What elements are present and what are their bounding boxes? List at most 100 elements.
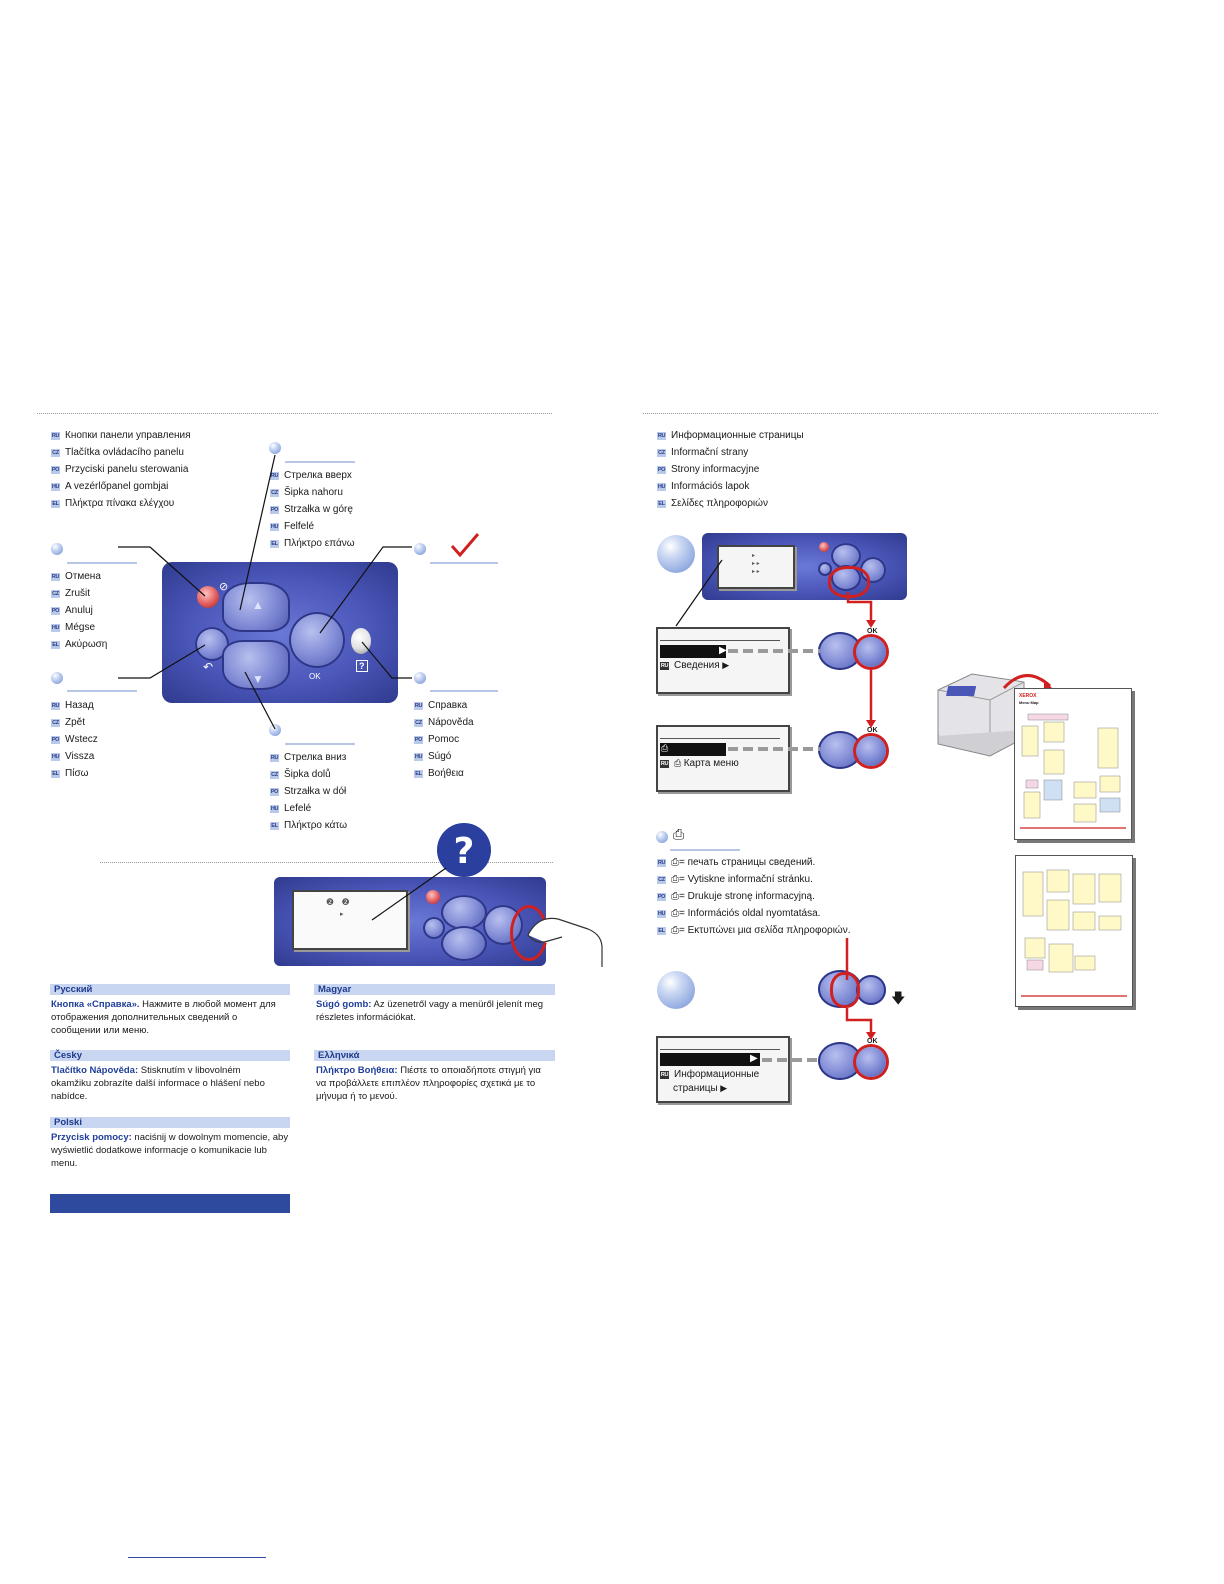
- lang-tag: RU: [270, 471, 279, 480]
- step1-bubble: [657, 535, 695, 573]
- help-section-title-ru: Русский: [50, 984, 290, 995]
- print-info-printer-icon: ⎙: [673, 826, 685, 842]
- lang-tag: RU: [51, 572, 60, 581]
- help-section-text-el: Πλήκτρο Βοήθεια: Πιέστε το οποιαδήποτε σ…: [316, 1065, 541, 1102]
- lang-tag: RU: [414, 701, 423, 710]
- cancel-bubble: [51, 543, 63, 555]
- back-arrow-icon: ↶: [203, 660, 214, 674]
- cluster4-ok: [856, 1047, 886, 1077]
- lang-tag: EL: [414, 769, 423, 778]
- step1-lcd-marks: ▸▸ ▸▸ ▸: [752, 553, 760, 575]
- down-arrow-bubble: [269, 724, 281, 736]
- lcd3-arrow: ▶: [750, 1053, 758, 1064]
- cluster2-arrows: [818, 731, 862, 769]
- lang-text: Zpět: [65, 717, 86, 728]
- help-leader-line: [371, 867, 447, 921]
- cancel-button[interactable]: [197, 586, 219, 608]
- lang-tag: EL: [657, 926, 666, 935]
- menu-map-diagram-2: [1021, 869, 1127, 997]
- lang-row-hu: HU⎙ = Információs oldal nyomtatása.: [657, 905, 851, 922]
- svg-text:?: ?: [454, 831, 475, 872]
- lcd3-selected-bar: [660, 1053, 760, 1066]
- lang-tag: PO: [414, 735, 423, 744]
- help-section-title-cz: Česky: [50, 1050, 290, 1061]
- lcd1-arrow: ▶: [719, 645, 727, 656]
- lang-text: = печать страницы сведений.: [679, 857, 816, 868]
- cluster4-arrows: [818, 1042, 862, 1080]
- lang-text: Σελίδες πληροφοριών: [671, 498, 768, 509]
- lang-row-po: PO Strzałka w górę: [270, 501, 355, 518]
- lang-text: Felfelé: [284, 521, 315, 532]
- lang-text: Назад: [65, 700, 94, 711]
- lang-tag: CZ: [51, 718, 60, 727]
- lang-tag: CZ: [270, 770, 279, 779]
- up-arrow-button[interactable]: [222, 582, 290, 632]
- ok-button[interactable]: [289, 612, 345, 668]
- cluster1-ok-label: OK: [867, 628, 878, 635]
- lang-tag: HU: [270, 804, 279, 813]
- step2-bubble: [657, 971, 695, 1009]
- lang-tag: PO: [270, 505, 279, 514]
- lang-tag: PO: [51, 465, 60, 474]
- step1-panel-cancel: [819, 542, 829, 552]
- lcd3-line2: страницы ▶: [673, 1083, 728, 1094]
- lang-tag: PO: [51, 606, 60, 615]
- step1-panel-up: [831, 543, 861, 569]
- lcd2-selected-bar: [660, 743, 726, 756]
- lang-text: Nápověda: [428, 717, 474, 728]
- lang-tag: PO: [657, 465, 666, 474]
- printer-icon: ⎙: [671, 925, 679, 936]
- cancel-icon: ⊘: [219, 581, 229, 593]
- help-underline: [430, 690, 498, 692]
- cluster1-ok: [856, 637, 886, 667]
- help-lcd: [292, 890, 408, 950]
- lang-text: = Drukuje stronę informacyjną.: [679, 891, 815, 902]
- lang-tag: CZ: [51, 589, 60, 598]
- question-bubble-icon: ?: [437, 823, 491, 877]
- cluster4-ok-label: OK: [867, 1038, 878, 1045]
- print-info-underline: [670, 849, 740, 851]
- lang-row-el: EL⎙ = Εκτυπώνει μια σελίδα πληροφοριών.: [657, 922, 851, 939]
- lcd-arrow-icon: ▸: [340, 911, 344, 918]
- cluster3-ok: [856, 975, 886, 1005]
- lang-text: Vissza: [65, 751, 95, 762]
- lang-tag: EL: [270, 539, 279, 548]
- back-underline: [67, 690, 137, 692]
- lang-tag: HU: [51, 482, 60, 491]
- lang-text: Strzałka w górę: [284, 504, 353, 515]
- lang-tag: CZ: [51, 448, 60, 457]
- lang-text: Стрелка вверх: [284, 470, 352, 481]
- step1-panel-lcd: [717, 545, 795, 589]
- lcd-screen-3: [656, 1036, 790, 1103]
- lang-text: Кнопки панели управления: [65, 430, 191, 441]
- printer-icon: ⎙: [671, 908, 679, 919]
- lang-text: Šipka nahoru: [284, 487, 343, 498]
- print-info-bubble: [656, 831, 668, 843]
- lang-text: Ακύρωση: [65, 639, 108, 650]
- lang-text: Mégse: [65, 622, 96, 633]
- footer-link-line: [128, 1557, 266, 1558]
- connectors-right: [675, 559, 876, 1062]
- lang-text: Wstecz: [65, 734, 98, 745]
- lang-row-cz: CZ Zpět: [51, 714, 98, 731]
- down-arrow-button[interactable]: [222, 640, 290, 690]
- help-section-text-hu: Súgó gomb: Az üzenetről vagy a menüről j…: [316, 999, 544, 1023]
- lang-tag: CZ: [270, 488, 279, 497]
